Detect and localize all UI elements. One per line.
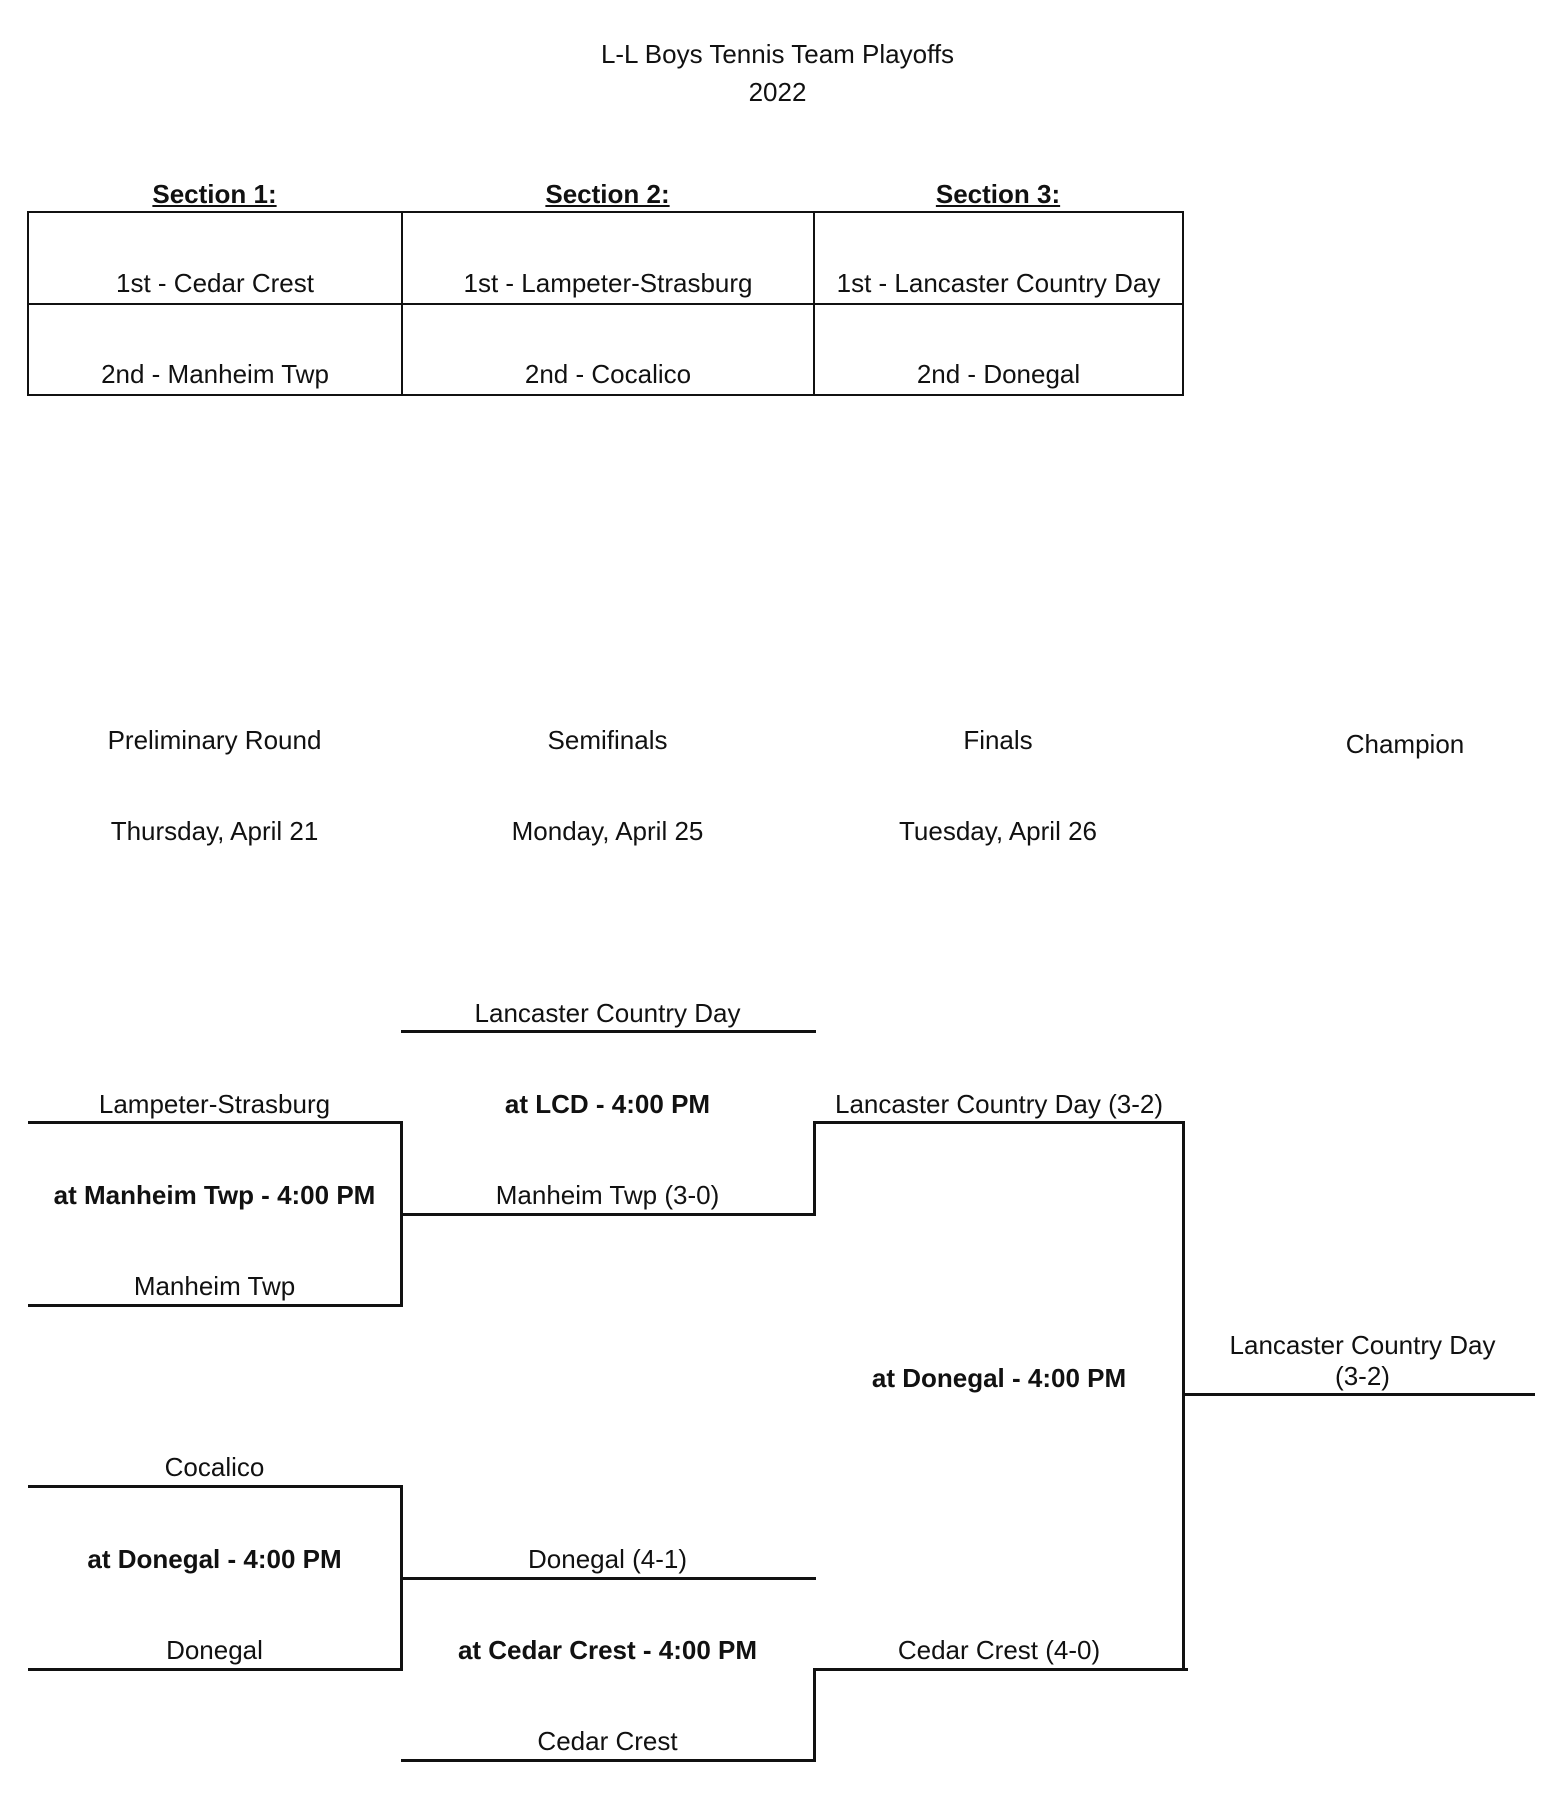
- semi1-venue: at LCD - 4:00 PM: [504, 1089, 711, 1119]
- section-3-header: Section 3:: [935, 179, 1061, 209]
- semi2-bottom-line: [401, 1759, 816, 1762]
- final-top-line: [813, 1121, 1185, 1124]
- round-finals-date: Tuesday, April 26: [899, 816, 1097, 846]
- section-2-header: Section 2:: [545, 179, 670, 209]
- section-2-second: 2nd - Cocalico: [401, 303, 815, 396]
- final-venue: at Donegal - 4:00 PM: [871, 1363, 1127, 1393]
- section-1-first: 1st - Cedar Crest: [27, 211, 403, 305]
- champion-line: [1185, 1393, 1535, 1396]
- final-top-team: Lancaster Country Day (3-2): [834, 1089, 1164, 1119]
- round-semis-date: Monday, April 25: [511, 816, 704, 846]
- prelim2-top-line: [28, 1485, 403, 1488]
- page-year: 2022: [748, 77, 807, 107]
- round-prelim-name: Preliminary Round: [107, 725, 322, 755]
- prelim2-bottom-team: Donegal: [166, 1635, 263, 1665]
- prelim2-top-team: Cocalico: [164, 1452, 265, 1482]
- section-1-header: Section 1:: [152, 179, 277, 209]
- final-bottom-line: [813, 1668, 1188, 1671]
- prelim1-bottom-line: [28, 1304, 403, 1307]
- semi1-bottom-line: [401, 1213, 816, 1216]
- section-3-second: 2nd - Donegal: [813, 303, 1184, 396]
- semi2-top-team: Donegal (4-1): [528, 1544, 687, 1574]
- prelim1-top-team: Lampeter-Strasburg: [98, 1089, 331, 1119]
- semi2-top-line: [401, 1577, 816, 1580]
- round-champion-name: Champion: [1345, 729, 1465, 759]
- champion-team-name: Lancaster Country Day: [1229, 1330, 1496, 1360]
- page-title: L-L Boys Tennis Team Playoffs: [600, 39, 955, 69]
- semi2-connector: [813, 1668, 816, 1762]
- round-prelim-date: Thursday, April 21: [110, 816, 319, 846]
- section-1-second: 2nd - Manheim Twp: [27, 303, 403, 396]
- champion-team-record: (3-2): [1335, 1361, 1390, 1391]
- final-bottom-team: Cedar Crest (4-0): [897, 1635, 1101, 1665]
- final-connector: [1182, 1121, 1185, 1671]
- semi1-top-team: Lancaster Country Day: [474, 998, 741, 1028]
- prelim2-venue: at Donegal - 4:00 PM: [87, 1544, 342, 1574]
- semi1-bottom-team: Manheim Twp (3-0): [495, 1180, 720, 1210]
- section-3-first: 1st - Lancaster Country Day: [813, 211, 1184, 305]
- round-semis-name: Semifinals: [547, 725, 668, 755]
- section-2-first: 1st - Lampeter-Strasburg: [401, 211, 815, 305]
- prelim1-top-line: [28, 1121, 403, 1124]
- prelim2-bottom-line: [28, 1668, 403, 1671]
- semi2-venue: at Cedar Crest - 4:00 PM: [457, 1635, 758, 1665]
- semi1-top-line: [401, 1030, 816, 1033]
- semi1-connector: [813, 1121, 816, 1216]
- prelim1-venue: at Manheim Twp - 4:00 PM: [53, 1180, 376, 1210]
- semi2-bottom-team: Cedar Crest: [537, 1726, 678, 1756]
- prelim1-bottom-team: Manheim Twp: [133, 1271, 296, 1301]
- round-finals-name: Finals: [963, 725, 1033, 755]
